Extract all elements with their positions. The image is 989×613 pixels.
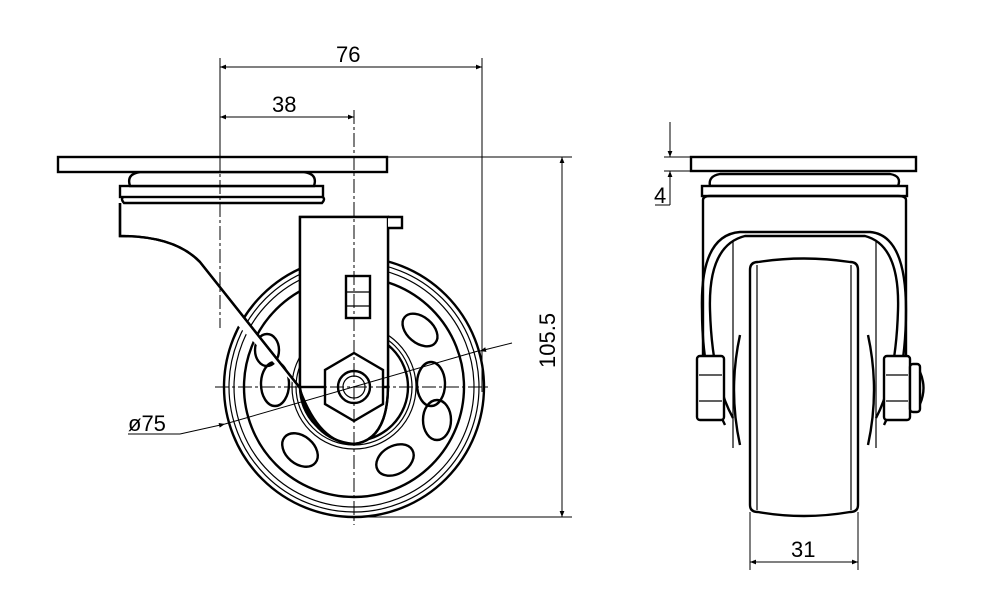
dimension-38-label: 38 (272, 92, 296, 117)
dimension-105-5-label: 105.5 (535, 313, 560, 368)
axle-nut-right (882, 354, 925, 422)
swivel-bracket (118, 203, 404, 446)
top-plate-front (689, 155, 918, 173)
dimension-31: 31 (749, 512, 859, 570)
dimension-38: 38 (220, 92, 354, 120)
dimension-105-5: 105.5 (354, 156, 572, 518)
axle-nut-left (695, 354, 726, 422)
dimension-76-label: 76 (336, 42, 360, 67)
dimension-diameter-75: ø75 (128, 342, 513, 436)
dimension-4: 4 (654, 122, 691, 208)
front-view (689, 155, 925, 518)
dimension-diameter-75-label: ø75 (128, 411, 166, 436)
side-view (56, 110, 490, 525)
top-plate (56, 155, 389, 174)
dimension-76: 76 (219, 42, 483, 392)
dimension-4-label: 4 (654, 183, 666, 208)
swivel-head (56, 155, 389, 205)
wheel-front (748, 257, 860, 518)
dimension-31-label: 31 (791, 537, 815, 562)
